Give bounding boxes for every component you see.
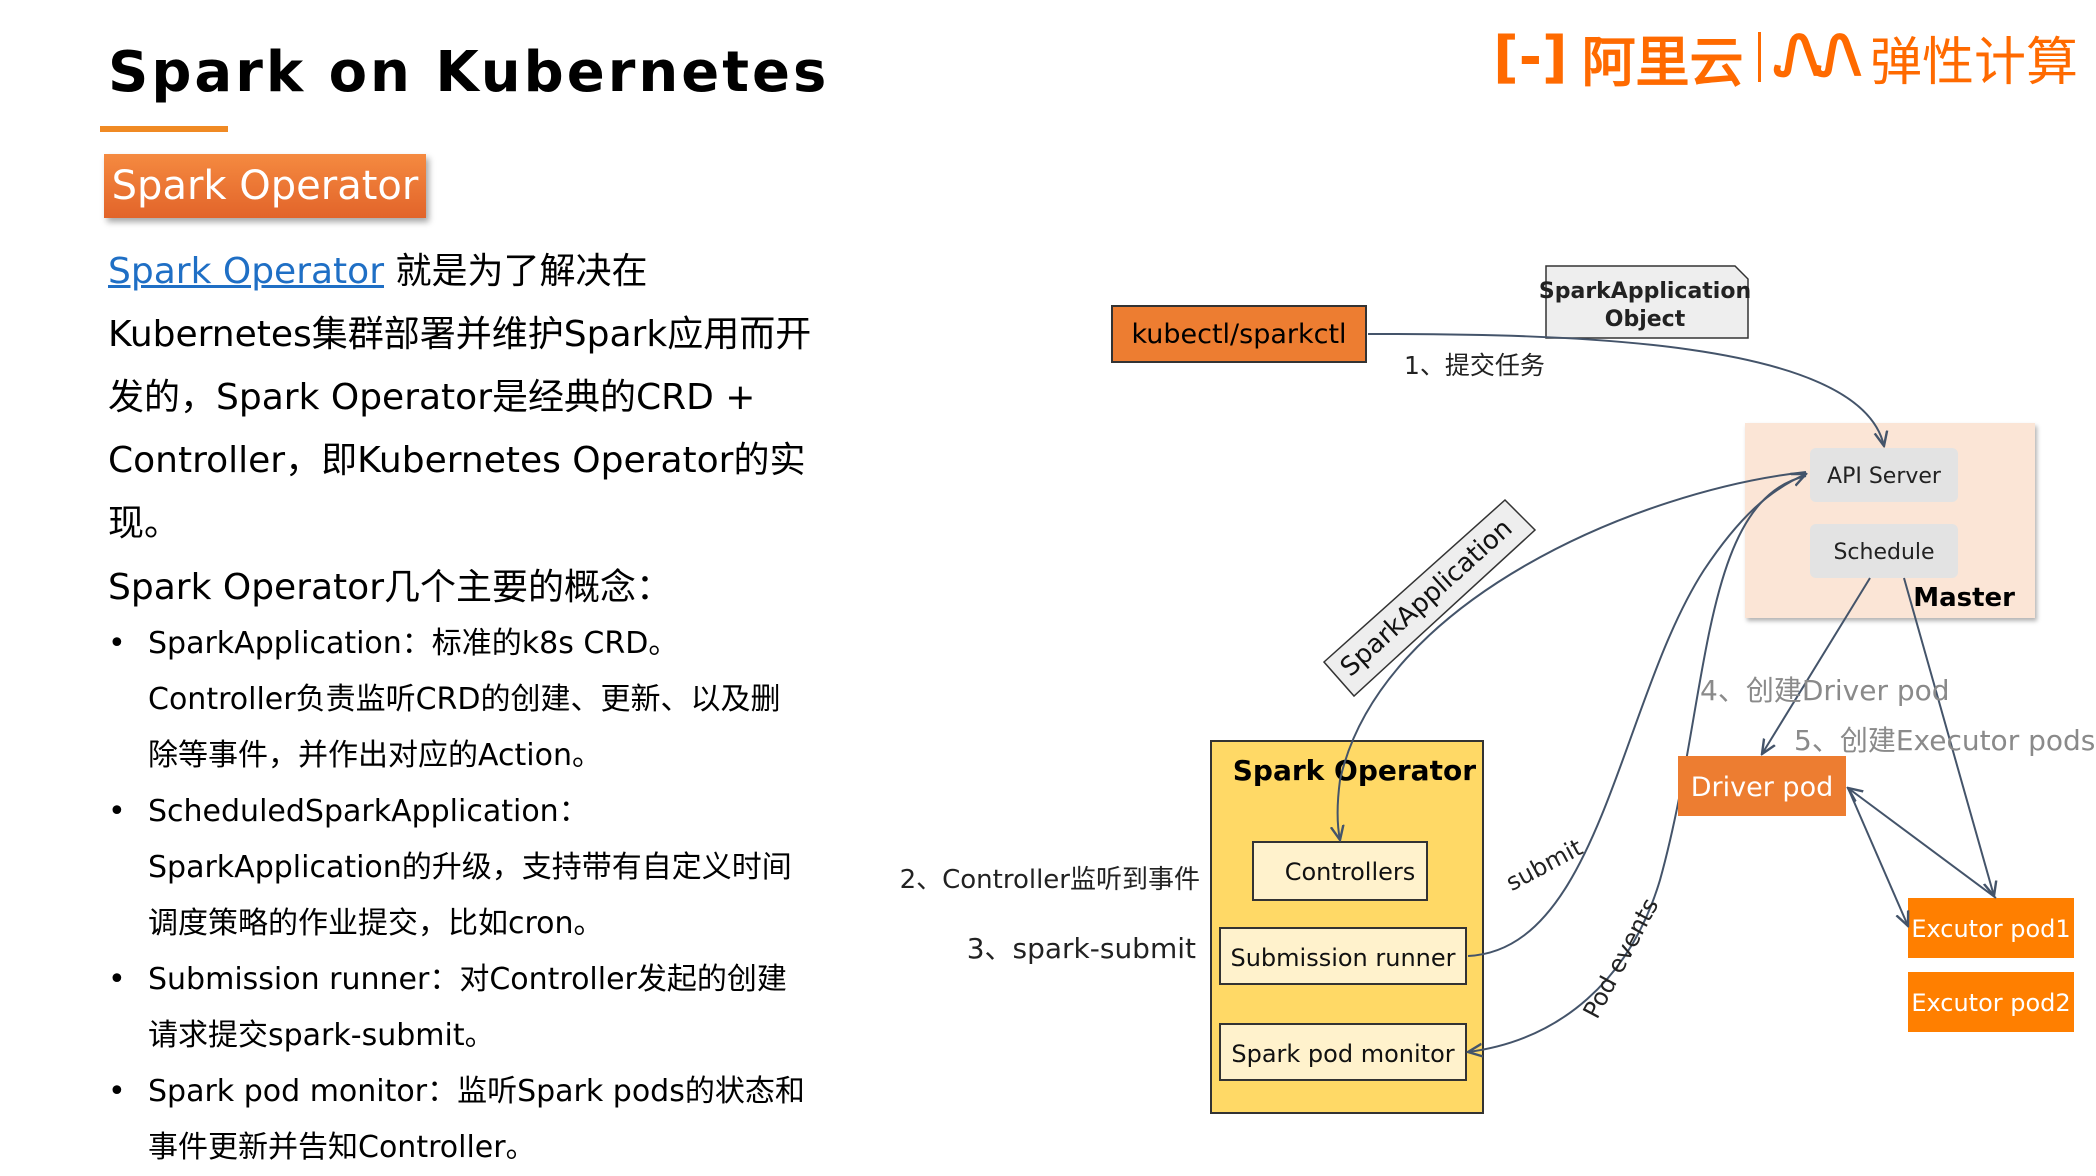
intro-line-1: Spark Operator 就是为了解决在 bbox=[108, 240, 848, 303]
concept-line: 事件更新并告知Controller。 bbox=[148, 1130, 536, 1165]
concept-line: SparkApplication：标准的k8s CRD。 bbox=[148, 626, 679, 661]
step4-label: 4、创建Driver pod bbox=[1700, 674, 1950, 707]
concept-line: Spark pod monitor：监听Spark pods的状态和 bbox=[148, 1074, 805, 1109]
bullet-icon: • bbox=[108, 794, 126, 829]
submission-runner-label: Submission runner bbox=[1230, 944, 1455, 972]
bullet-icon: • bbox=[108, 962, 126, 997]
driver-pod-label: Driver pod bbox=[1691, 772, 1833, 803]
create-executor-arrow bbox=[1903, 577, 1994, 896]
concept-line: Submission runner：对Controller发起的创建 bbox=[148, 962, 787, 997]
pod-events-label: Pod events bbox=[1578, 893, 1665, 1023]
intro-line-3: 发的，Spark Operator是经典的CRD + bbox=[108, 377, 756, 418]
intro-line-2: Kubernetes集群部署并维护Spark应用而开 bbox=[108, 314, 812, 355]
pod-monitor-box bbox=[1219, 1023, 1467, 1081]
sparkapplication-band bbox=[1322, 498, 1537, 698]
concept-item: • Spark pod monitor：监听Spark pods的状态和 事件更… bbox=[108, 1064, 848, 1176]
title-underline bbox=[100, 126, 228, 132]
concept-item: • ScheduledSparkApplication： SparkApplic… bbox=[108, 784, 848, 952]
bullet-icon: • bbox=[108, 1074, 126, 1109]
executor-to-driver-arrow bbox=[1848, 788, 1997, 899]
aliyun-bracket-icon: [-] bbox=[1493, 24, 1568, 90]
logo-brand: 阿里云 bbox=[1581, 30, 1744, 94]
step3-label: 3、spark-submit bbox=[967, 932, 1196, 965]
submit-job-arrow bbox=[1367, 333, 1884, 446]
concept-line: Controller负责监听CRD的创建、更新、以及删 bbox=[148, 682, 781, 717]
controllers-label: Controllers bbox=[1285, 858, 1416, 886]
controllers-box bbox=[1252, 841, 1428, 901]
sparkapplication-band-label: SparkApplication bbox=[1335, 513, 1519, 682]
sparkapp-object-line2: Object bbox=[1605, 307, 1686, 332]
page-title: Spark on Kubernetes bbox=[108, 40, 830, 105]
concept-line: SparkApplication的升级，支持带有自定义时间 bbox=[148, 850, 792, 885]
concept-line: 除等事件，并作出对应的Action。 bbox=[148, 738, 602, 773]
concepts-heading: Spark Operator几个主要的概念： bbox=[108, 567, 672, 608]
driver-pod-box bbox=[1678, 756, 1846, 816]
pod-monitor-label: Spark pod monitor bbox=[1231, 1040, 1454, 1068]
master-label: Master bbox=[1913, 583, 2015, 613]
executor-pod1-box bbox=[1908, 898, 2074, 958]
executor-pod1-label: Excutor pod1 bbox=[1911, 915, 2070, 943]
intro-paragraph: Spark Operator 就是为了解决在 Kubernetes集群部署并维护… bbox=[108, 240, 848, 555]
submission-runner-box bbox=[1219, 927, 1467, 985]
concept-line: ScheduledSparkApplication： bbox=[148, 794, 589, 829]
spark-operator-link[interactable]: Spark Operator bbox=[108, 251, 384, 292]
concept-line: 请求提交spark-submit。 bbox=[148, 1018, 495, 1053]
step1-label: 1、提交任务 bbox=[1404, 351, 1545, 380]
kubectl-box bbox=[1111, 305, 1367, 363]
concept-item: • SparkApplication：标准的k8s CRD。 Controlle… bbox=[108, 616, 848, 784]
kubectl-label: kubectl/sparkctl bbox=[1131, 319, 1346, 350]
watch-event-arrow bbox=[1338, 471, 1807, 840]
elastic-wave-icon: ᏁᏁ bbox=[1774, 24, 1862, 89]
concepts-list: • SparkApplication：标准的k8s CRD。 Controlle… bbox=[108, 616, 848, 1176]
spark-operator-label: Spark Operator bbox=[1233, 754, 1476, 787]
schedule-label: Schedule bbox=[1833, 540, 1934, 565]
step5-label: 5、创建Executor pods bbox=[1794, 724, 2095, 757]
api-server-label: API Server bbox=[1827, 464, 1942, 489]
intro-line-4: Controller，即Kubernetes Operator的实现。 bbox=[108, 440, 806, 544]
api-server-box bbox=[1810, 448, 1958, 502]
executor-pod2-box bbox=[1908, 972, 2074, 1032]
step2-label: 2、Controller监听到事件 bbox=[900, 865, 1200, 895]
pod-events-arrow bbox=[1468, 475, 1807, 1052]
logo-divider bbox=[1757, 32, 1761, 82]
driver-to-executor-arrow bbox=[1847, 787, 1908, 926]
create-driver-arrow bbox=[1762, 577, 1871, 754]
bullet-icon: • bbox=[108, 626, 126, 661]
schedule-box bbox=[1810, 524, 1958, 578]
sparkapp-object-line1: SparkApplication bbox=[1539, 279, 1751, 304]
executor-pod2-label: Excutor pod2 bbox=[1911, 989, 2070, 1017]
concept-item: • Submission runner：对Controller发起的创建 请求提… bbox=[108, 952, 848, 1064]
sparkapp-object-note bbox=[1545, 265, 1749, 339]
aliyun-logo: [-] 阿里云 ᏁᏁ 弹性计算 bbox=[1493, 22, 2078, 94]
intro-text-1: 就是为了解决在 bbox=[384, 251, 648, 292]
logo-product: 弹性计算 bbox=[1869, 32, 2078, 93]
section-tag: Spark Operator bbox=[104, 154, 426, 218]
concept-line: 调度策略的作业提交，比如cron。 bbox=[148, 906, 604, 941]
submit-label: submit bbox=[1501, 833, 1587, 896]
